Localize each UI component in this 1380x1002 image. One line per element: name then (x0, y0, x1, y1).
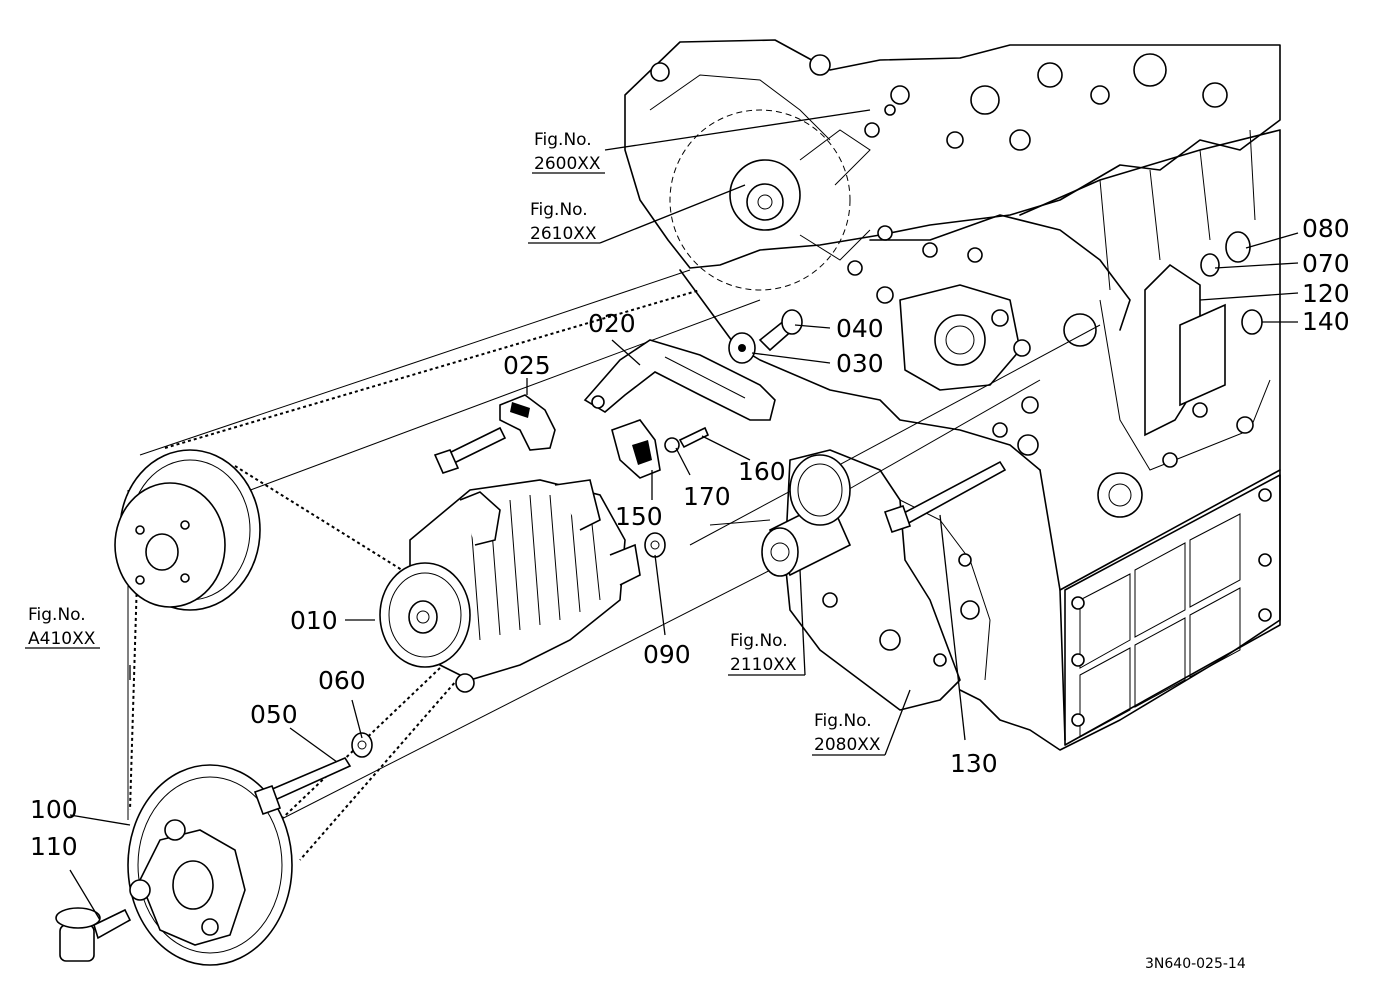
fan-pulley (114, 449, 261, 611)
wire-clamp-150 (611, 419, 710, 479)
part-label-050: 050 (250, 700, 298, 729)
part-label-170: 170 (683, 482, 731, 511)
svg-text:Fig.No.: Fig.No. (530, 200, 588, 220)
svg-text:A410XX: A410XX (28, 629, 96, 649)
part-label-150: 150 (615, 502, 663, 531)
part-label-030: 030 (836, 349, 884, 378)
part-label-040: 040 (836, 314, 884, 343)
svg-text:Fig.No.: Fig.No. (534, 130, 592, 150)
part-label-020: 020 (588, 309, 636, 338)
part-label-130: 130 (950, 749, 998, 778)
mounting-bolt-050 (253, 732, 373, 816)
part-label-110: 110 (30, 832, 78, 861)
figure-reference-A410XX: Fig.No. A410XX (28, 605, 96, 649)
figure-reference-2110XX: Fig.No. 2110XX (730, 631, 797, 675)
bracket-plate-120 (1144, 231, 1263, 437)
engine-block-illustration (624, 39, 1281, 751)
part-label-160: 160 (738, 457, 786, 486)
part-label-060: 060 (318, 666, 366, 695)
part-label-010: 010 (290, 606, 338, 635)
svg-text:2610XX: 2610XX (530, 224, 597, 244)
part-label-120: 120 (1302, 279, 1350, 308)
part-label-090: 090 (643, 640, 691, 669)
part-labels: 010 020 025 030 040 050 060 070 080 090 … (30, 214, 1350, 861)
svg-text:Fig.No.: Fig.No. (814, 711, 872, 731)
adjusting-bolt (728, 309, 803, 364)
part-label-070: 070 (1302, 249, 1350, 278)
projection-lines (169, 299, 1101, 831)
long-bolt-130 (883, 460, 1007, 534)
wire-clamp-025 (433, 394, 556, 474)
part-label-140: 140 (1302, 307, 1350, 336)
belt-adjusting-bracket (583, 339, 776, 421)
svg-text:Fig.No.: Fig.No. (28, 605, 86, 625)
part-label-025: 025 (503, 351, 551, 380)
leader-lines (25, 109, 1299, 921)
alternator (379, 479, 641, 693)
figure-reference-2600XX: Fig.No. 2600XX (534, 130, 601, 174)
nut-090 (644, 532, 666, 558)
svg-text:2600XX: 2600XX (534, 154, 601, 174)
part-label-100: 100 (30, 795, 78, 824)
svg-text:2110XX: 2110XX (730, 655, 797, 675)
figure-reference-2080XX: Fig.No. 2080XX (814, 711, 881, 755)
drawing-code: 3N640-025-14 (1145, 956, 1246, 972)
spline-shaft (761, 454, 852, 577)
crankshaft-pulley (127, 764, 293, 966)
pulley-bolt (55, 907, 132, 962)
figure-reference-2610XX: Fig.No. 2610XX (530, 200, 597, 244)
svg-text:Fig.No.: Fig.No. (730, 631, 788, 651)
svg-text:2080XX: 2080XX (814, 735, 881, 755)
part-label-080: 080 (1302, 214, 1350, 243)
